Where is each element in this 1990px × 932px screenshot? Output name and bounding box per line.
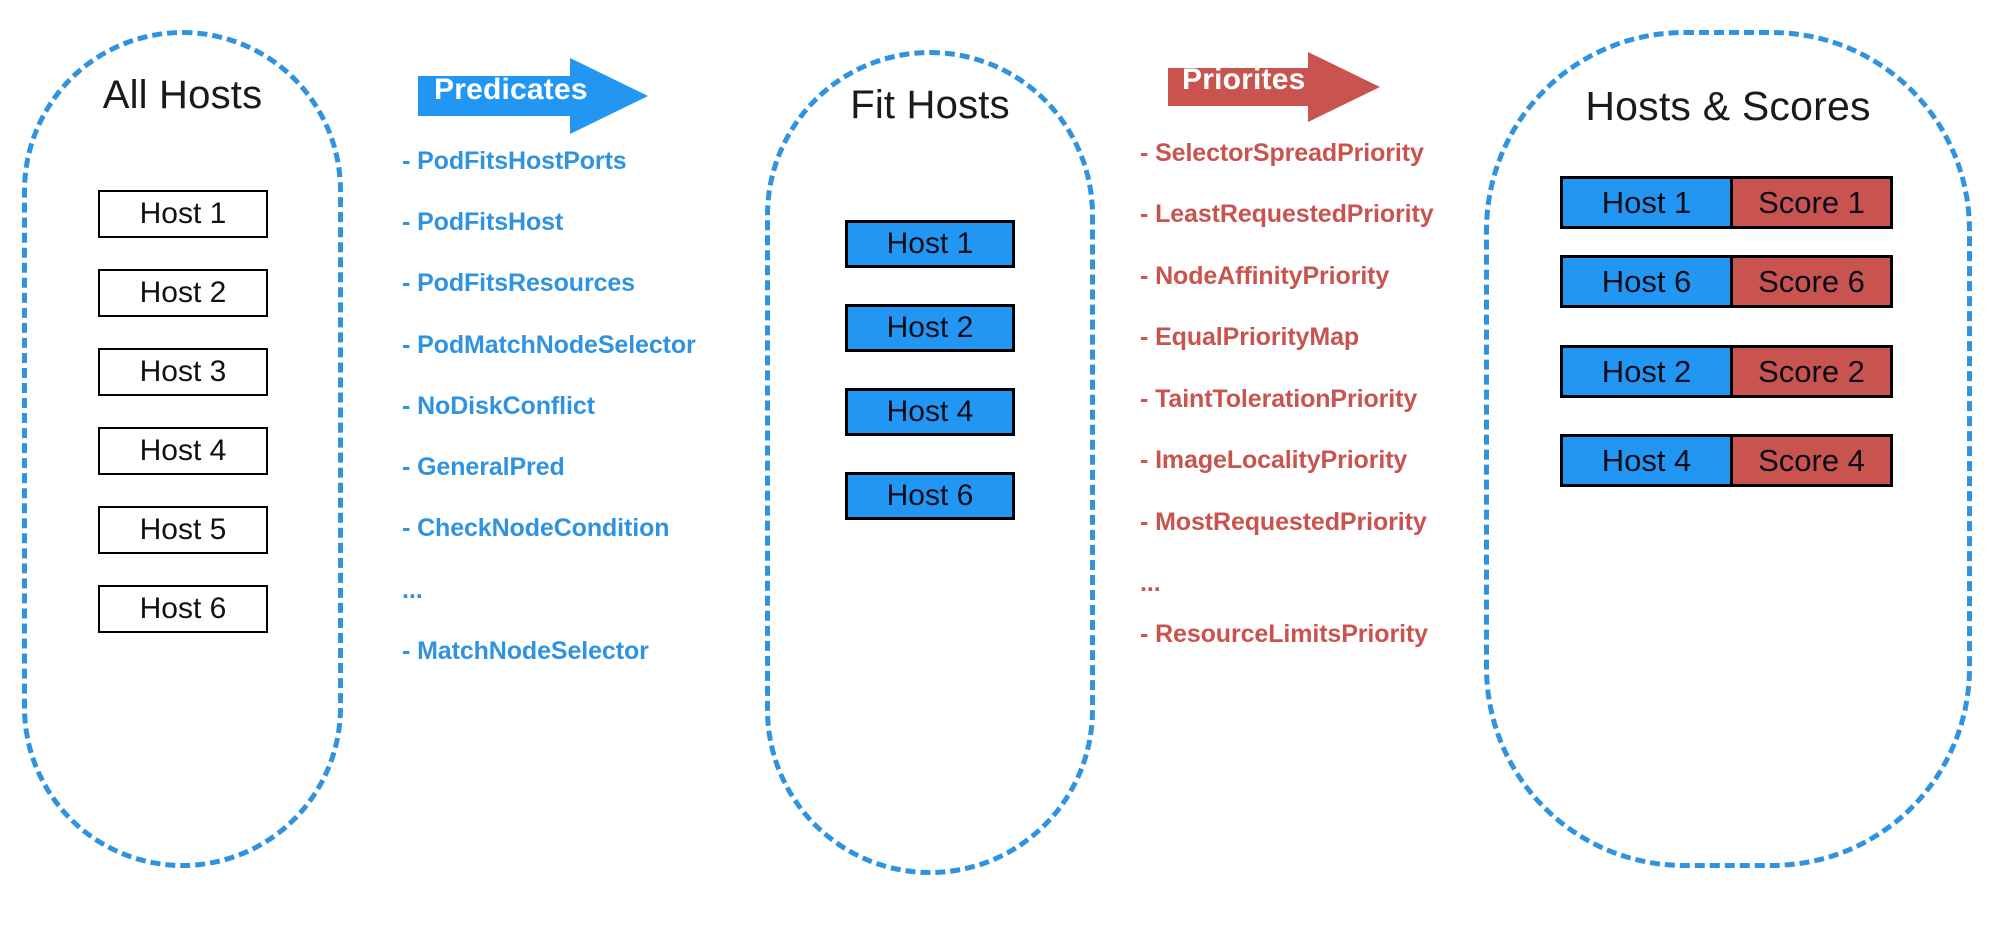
fit-host-label: Host 4 <box>886 395 974 428</box>
fit-host-label: Host 1 <box>886 227 974 260</box>
fit-host-box: Host 2 <box>845 304 1015 352</box>
list-item: ... <box>1140 569 1161 597</box>
priorities-list: - SelectorSpreadPriority - LeastRequeste… <box>1140 0 1470 932</box>
list-item: - TaintTolerationPriority <box>1140 385 1418 413</box>
predicates-list: - PodFitsHostPorts - PodFitsHost - PodFi… <box>402 0 752 932</box>
host-box: Host 1 <box>98 190 268 238</box>
predicates-arrow <box>418 58 648 134</box>
host-box-label: Host 1 <box>139 197 227 230</box>
host-cell: Host 1 <box>1563 179 1730 226</box>
score-cell: Score 2 <box>1730 348 1890 395</box>
score-cell: Score 4 <box>1730 437 1890 484</box>
list-item: - CheckNodeCondition <box>402 514 670 542</box>
host-box-label: Host 2 <box>139 276 227 309</box>
list-item: - PodFitsResources <box>402 269 635 297</box>
host-score-row: Host 4 Score 4 <box>1560 434 1893 487</box>
host-box-label: Host 4 <box>139 434 227 467</box>
host-box-label: Host 6 <box>139 592 227 625</box>
list-item: - ResourceLimitsPriority <box>1140 620 1428 648</box>
list-item: - SelectorSpreadPriority <box>1140 139 1424 167</box>
list-item: - MatchNodeSelector <box>402 637 649 665</box>
host-score-row: Host 1 Score 1 <box>1560 176 1893 229</box>
host-box: Host 5 <box>98 506 268 554</box>
fit-hosts-container <box>765 50 1095 875</box>
fit-host-box: Host 6 <box>845 472 1015 520</box>
list-item: - ImageLocalityPriority <box>1140 446 1408 474</box>
host-score-row: Host 2 Score 2 <box>1560 345 1893 398</box>
list-item: - NodeAffinityPriority <box>1140 262 1390 290</box>
fit-host-label: Host 6 <box>886 479 974 512</box>
hosts-and-scores-title: Hosts & Scores <box>1585 83 1871 129</box>
host-box: Host 6 <box>98 585 268 633</box>
host-box: Host 2 <box>98 269 268 317</box>
all-hosts-title: All Hosts <box>102 73 263 117</box>
list-item: - EqualPriorityMap <box>1140 323 1360 351</box>
host-cell: Host 2 <box>1563 348 1730 395</box>
priorities-arrow-label: Priorites <box>1182 63 1306 96</box>
list-item: - PodFitsHostPorts <box>402 147 627 175</box>
host-cell: Host 6 <box>1563 258 1730 305</box>
host-box-label: Host 5 <box>139 513 227 546</box>
list-item: ... <box>402 576 423 604</box>
list-item: - GeneralPred <box>402 453 565 481</box>
list-item: - MostRequestedPriority <box>1140 508 1427 536</box>
host-box-label: Host 3 <box>139 355 227 388</box>
score-cell: Score 6 <box>1730 258 1890 305</box>
list-item: - PodFitsHost <box>402 208 564 236</box>
arrow-right-icon <box>418 58 648 134</box>
host-box: Host 4 <box>98 427 268 475</box>
fit-host-box: Host 4 <box>845 388 1015 436</box>
host-cell: Host 4 <box>1563 437 1730 484</box>
list-item: - LeastRequestedPriority <box>1140 200 1434 228</box>
fit-host-box: Host 1 <box>845 220 1015 268</box>
host-box: Host 3 <box>98 348 268 396</box>
all-hosts-container <box>22 30 343 868</box>
priorities-arrow <box>1168 52 1380 122</box>
fit-hosts-title: Fit Hosts <box>850 83 1010 127</box>
list-item: - PodMatchNodeSelector <box>402 331 696 359</box>
score-cell: Score 1 <box>1730 179 1890 226</box>
host-score-row: Host 6 Score 6 <box>1560 255 1893 308</box>
predicates-arrow-label: Predicates <box>434 73 588 106</box>
fit-host-label: Host 2 <box>886 311 974 344</box>
list-item: - NoDiskConflict <box>402 392 595 420</box>
hosts-and-scores-container <box>1484 30 1972 868</box>
arrow-right-icon <box>1168 52 1380 122</box>
